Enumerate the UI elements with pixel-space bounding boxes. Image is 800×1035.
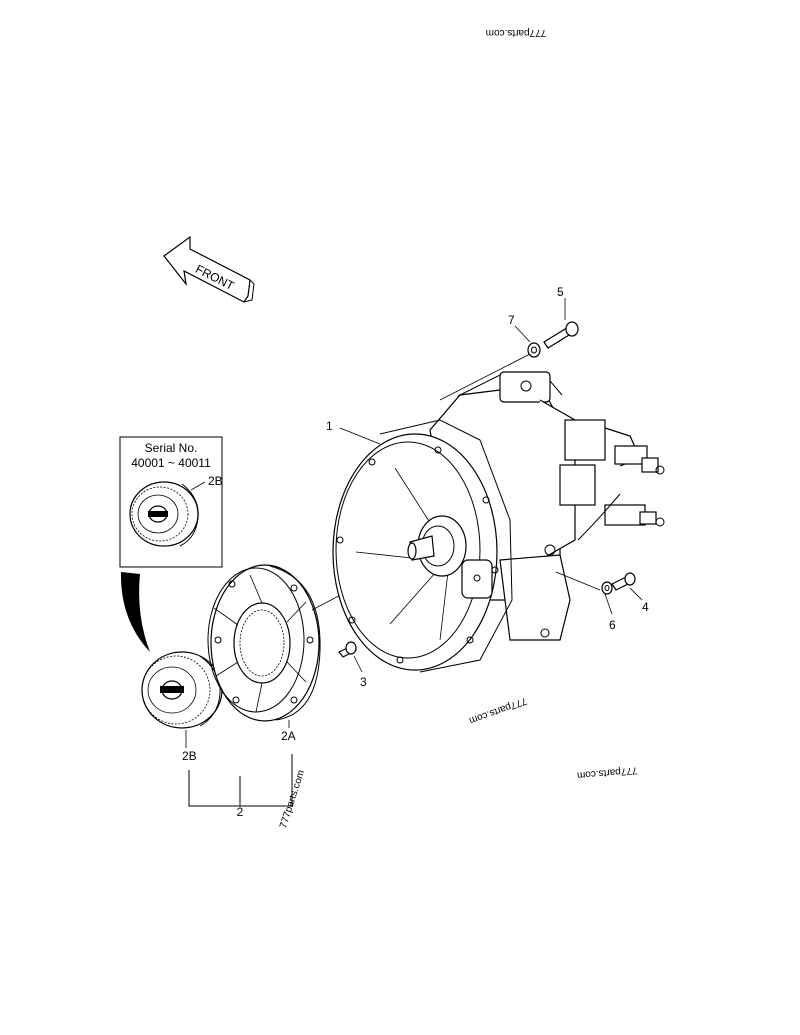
label-3: 3 — [360, 675, 367, 689]
front-arrow: FRONT — [163, 235, 255, 303]
watermark-vertical-text: 777parts.com — [278, 769, 307, 830]
label-6: 6 — [609, 618, 616, 632]
inset-serial-range: 40001 ~ 40011 — [131, 456, 211, 470]
washer-6 — [555, 571, 613, 615]
bracket-2 — [188, 754, 293, 807]
flange-2A — [207, 564, 321, 728]
bolt-3 — [338, 641, 363, 673]
label-4: 4 — [642, 600, 649, 614]
label-2B-inset: 2B — [208, 474, 223, 488]
gear-2B — [141, 651, 223, 748]
label-2A: 2A — [281, 729, 296, 743]
label-2B: 2B — [182, 749, 197, 763]
label-7: 7 — [508, 313, 515, 327]
pump-assembly — [332, 371, 665, 673]
watermark-middle-text: 777parts.com — [468, 695, 529, 726]
bolt-5 — [543, 298, 579, 349]
label-1: 1 — [326, 419, 333, 433]
inset-title: Serial No. — [145, 441, 198, 455]
watermark-top: 777parts.com — [486, 27, 547, 38]
watermark-vertical: 777parts.com — [278, 769, 307, 830]
inset-box: Serial No. 40001 ~ 40011 2B — [119, 436, 223, 652]
washer-7 — [439, 325, 541, 401]
label-5: 5 — [557, 285, 564, 299]
label-2: 2 — [237, 805, 244, 819]
watermark-middle: 777parts.com — [468, 695, 529, 726]
inset-gear-2B — [129, 481, 199, 547]
watermark-top-text: 777parts.com — [486, 27, 547, 38]
watermark-right: 777parts.com — [577, 764, 638, 780]
bolt-4 — [611, 572, 643, 601]
watermark-right-text: 777parts.com — [577, 764, 638, 780]
inset-pointer — [120, 572, 150, 652]
